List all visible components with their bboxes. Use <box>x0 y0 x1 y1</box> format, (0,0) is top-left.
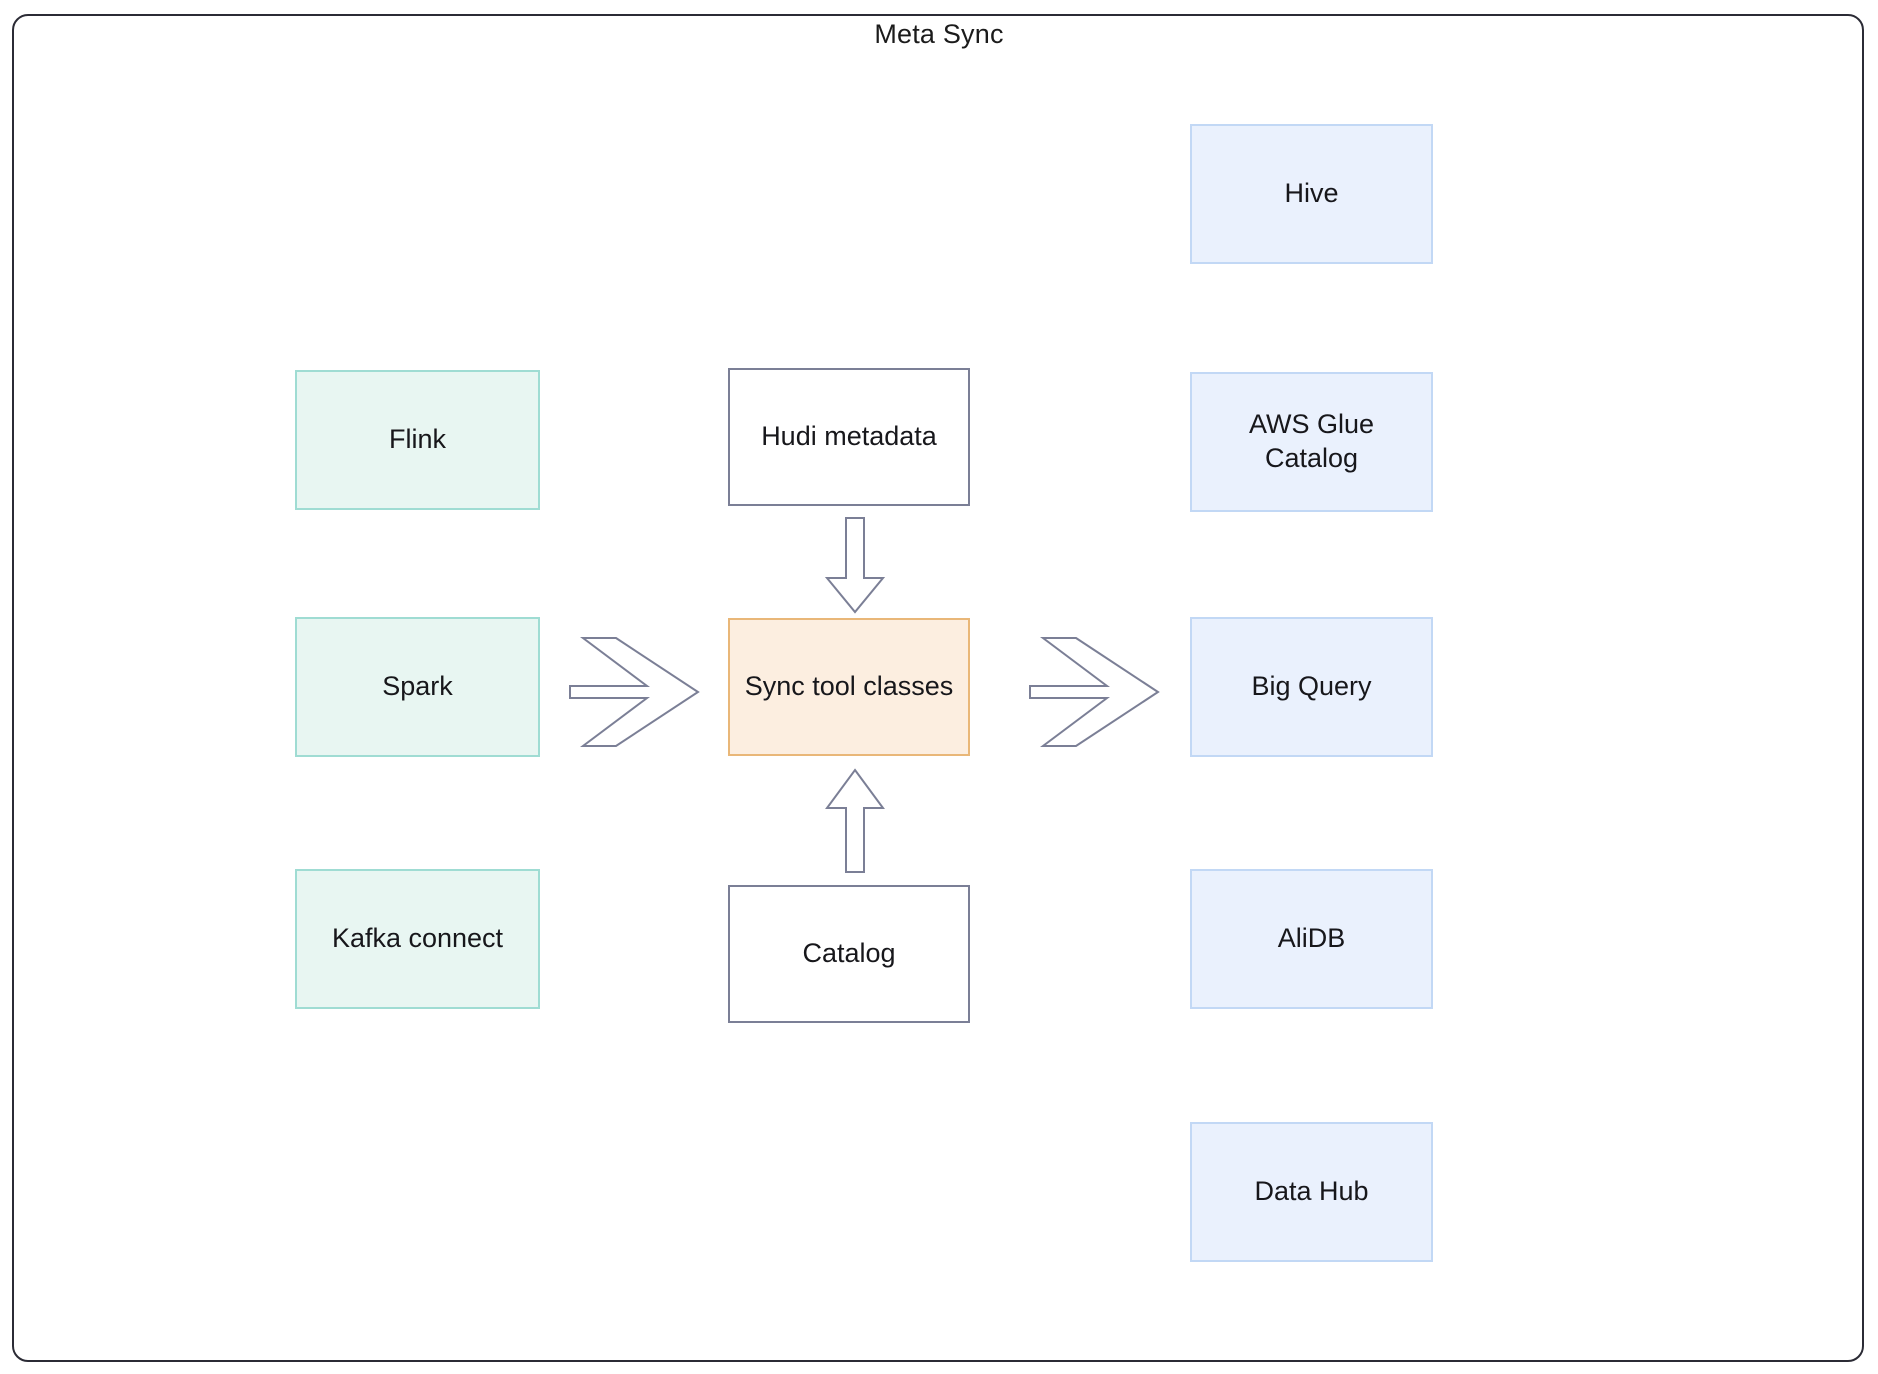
node-aws-glue-catalog[interactable]: AWS Glue Catalog <box>1190 372 1433 512</box>
node-label: Big Query <box>1251 671 1372 702</box>
node-catalog[interactable]: Catalog <box>728 885 970 1023</box>
node-flink[interactable]: Flink <box>295 370 540 510</box>
node-label: Hive <box>1284 178 1339 209</box>
node-spark[interactable]: Spark <box>295 617 540 757</box>
node-big-query[interactable]: Big Query <box>1190 617 1433 757</box>
arrow-sync-to-targets <box>1029 637 1160 747</box>
arrow-hudi-to-sync <box>824 517 886 614</box>
node-label: Catalog <box>802 938 896 969</box>
node-label: Sync tool classes <box>744 671 954 702</box>
node-label: Flink <box>388 424 446 455</box>
node-label: Kafka connect <box>331 923 504 954</box>
node-hudi-metadata[interactable]: Hudi metadata <box>728 368 970 506</box>
node-hive[interactable]: Hive <box>1190 124 1433 264</box>
node-alidb[interactable]: AliDB <box>1190 869 1433 1009</box>
arrow-sources-to-sync <box>569 637 700 747</box>
node-sync-tool-classes[interactable]: Sync tool classes <box>728 618 970 756</box>
node-kafka-connect[interactable]: Kafka connect <box>295 869 540 1009</box>
node-label: Spark <box>382 671 453 702</box>
node-data-hub[interactable]: Data Hub <box>1190 1122 1433 1262</box>
page-title: Meta Sync <box>874 19 1004 49</box>
node-label: Hudi metadata <box>761 421 937 452</box>
node-label: AWS Glue Catalog <box>1248 409 1375 473</box>
arrow-catalog-to-sync <box>825 768 885 873</box>
node-label: Data Hub <box>1254 1176 1369 1207</box>
node-label: AliDB <box>1277 923 1346 954</box>
